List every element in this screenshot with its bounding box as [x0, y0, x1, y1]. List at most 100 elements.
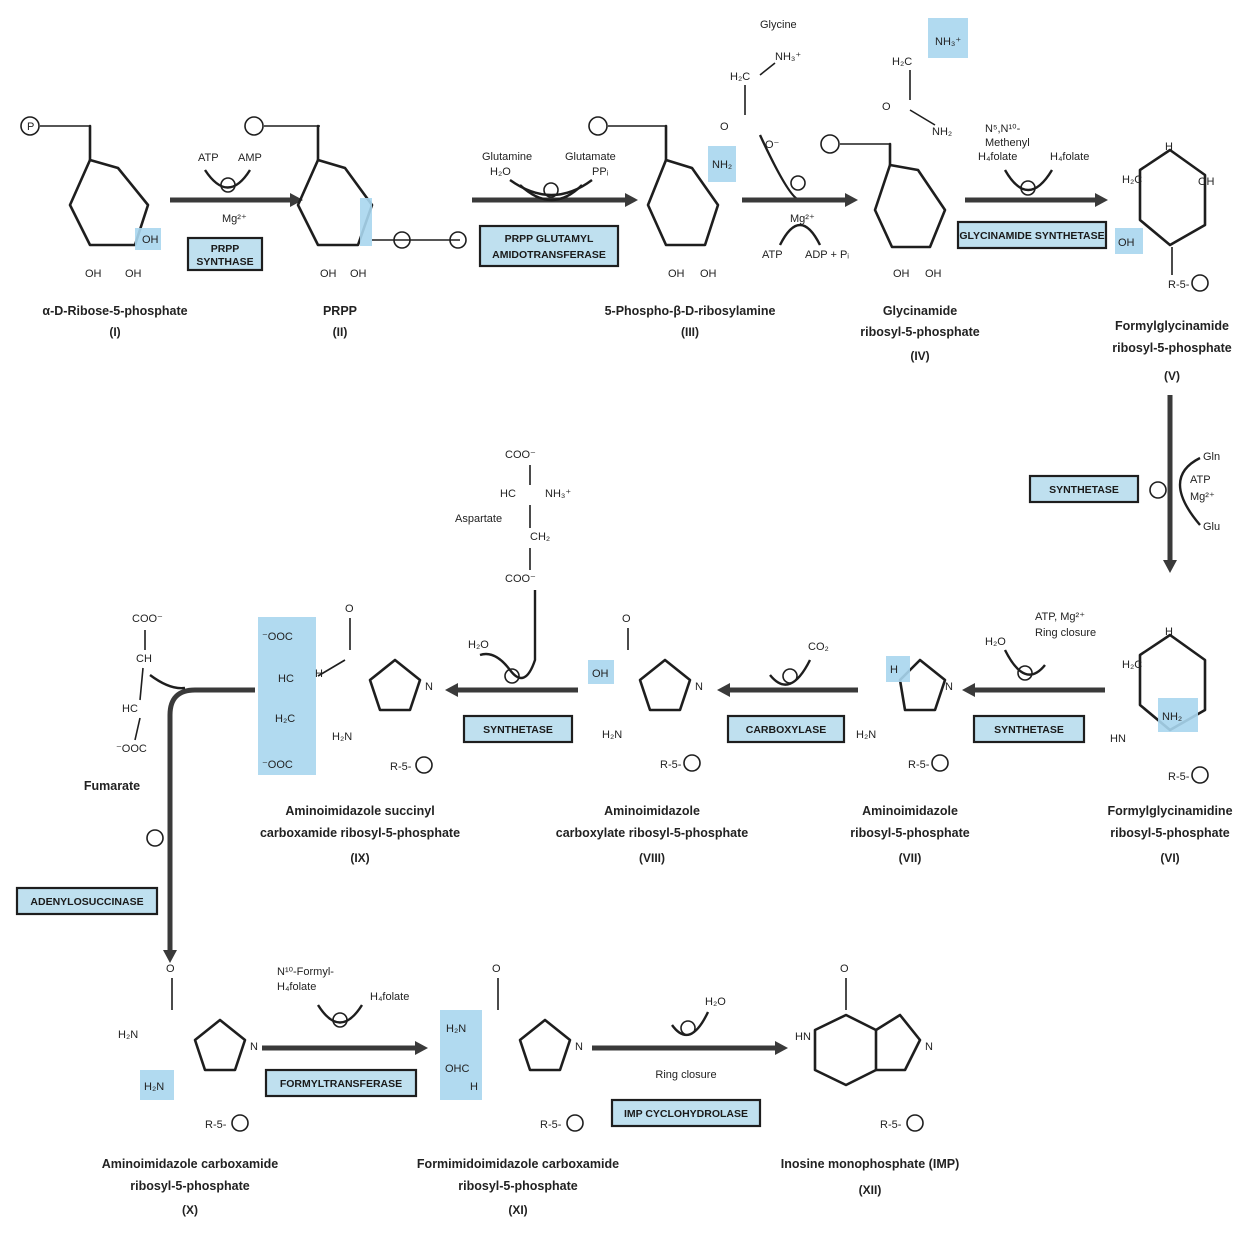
- chem-label: OHC: [445, 1063, 470, 1075]
- phosphate-icon: [20, 116, 40, 136]
- chem-label: ribosyl-5-phosphate: [1110, 826, 1230, 840]
- compound-glycinamide-ribosyl-5-phosphate: NH₃⁺ H₂C O NH₂ OH OH Glycinamide ribosyl…: [820, 18, 980, 363]
- chem-label: H₄folate: [1050, 151, 1089, 163]
- chem-label: N: [695, 681, 703, 693]
- chem-label: H₂N: [332, 731, 352, 743]
- highlight-succinyl: [258, 617, 316, 775]
- chem-label: (V): [1164, 369, 1180, 383]
- chem-label: H₂N: [446, 1023, 466, 1035]
- chem-label: N: [575, 1041, 583, 1053]
- chem-label: OH: [85, 268, 102, 280]
- compound-formylglycinamidine-ribosyl: H H₂C NH₂ HN R-5- Formylglycinamidine ri…: [1107, 626, 1232, 865]
- chem-label: OH: [125, 268, 142, 280]
- chem-label: H₂O: [468, 639, 489, 651]
- chem-label: Formimidoimidazole carboxamide: [417, 1157, 619, 1171]
- chem-label: H₂N: [144, 1081, 164, 1093]
- chem-label: OH: [1198, 176, 1215, 188]
- chem-label: AMP: [238, 152, 262, 164]
- chem-label: NH₂: [1162, 711, 1182, 723]
- chem-label: H₄folate: [277, 981, 316, 993]
- chem-label: Ring closure: [655, 1069, 716, 1081]
- chem-label: (III): [681, 325, 699, 339]
- chem-label: Formylglycinamide: [1115, 319, 1229, 333]
- chem-label: H₄folate: [978, 151, 1017, 163]
- chem-label: ⁻OOC: [262, 759, 293, 771]
- enzyme-box-imp-cyclohydrolase: [610, 1098, 762, 1128]
- reaction-step-9: COO⁻ CH HC ⁻OOC Fumarate ADENYLOSUCCINAS…: [15, 613, 255, 963]
- compound-name-3: 5-Phospho-β-D-ribosylamine: [605, 304, 776, 318]
- chem-label: Gln: [1203, 451, 1220, 463]
- enzyme-box-prpp-synthase: [186, 236, 264, 272]
- reaction-step-2: Glutamine Glutamate H₂O PPᵢ PRPP GLUTAMY…: [472, 151, 638, 268]
- chem-label: ATP, Mg²⁺: [1035, 611, 1085, 623]
- chem-label: Aminoimidazole: [862, 804, 958, 818]
- chem-label: H: [315, 668, 323, 680]
- chem-label: H₂O: [985, 636, 1006, 648]
- chem-label: AMIDOTRANSFERASE: [492, 249, 606, 261]
- chem-label: FORMYLTRANSFERASE: [280, 1078, 402, 1090]
- chem-label: N⁵,N¹⁰-: [985, 123, 1021, 135]
- chem-label: Glycinamide: [883, 304, 957, 318]
- reaction-step-11: H₂O Ring closure IMP CYCLOHYDROLASE: [592, 996, 788, 1128]
- reaction-step-1: ATP AMP Mg²⁺ PRPP SYNTHASE: [170, 152, 303, 272]
- compound-name-12: Inosine monophosphate (IMP): [781, 1157, 959, 1171]
- chem-label: ADENYLOSUCCINASE: [30, 896, 143, 908]
- chem-label: H₂N: [856, 729, 876, 741]
- compound-phosphoribosylamine: NH₂ OH OH 5-Phospho-β-D-ribosylamine (II…: [588, 116, 776, 339]
- chem-label: OH: [142, 234, 159, 246]
- chem-label: HC: [278, 673, 294, 685]
- chem-label: Glutamine: [482, 151, 532, 163]
- chem-label: Glutamate: [565, 151, 616, 163]
- chem-label: (XI): [508, 1203, 527, 1217]
- reaction-step-6: ATP, Mg²⁺ Ring closure H₂O SYNTHETASE: [962, 611, 1105, 744]
- reaction-step-4: N⁵,N¹⁰- Methenyl H₄folate H₄folate GLYCI…: [956, 123, 1108, 250]
- chem-label: Methenyl: [985, 137, 1030, 149]
- chem-label: PRPP GLUTAMYL: [505, 233, 594, 245]
- chem-label: (IX): [350, 851, 369, 865]
- chem-label: H: [470, 1081, 478, 1093]
- chem-label: Mg²⁺: [1190, 491, 1215, 503]
- chem-label: OH: [700, 268, 717, 280]
- chem-label: CH: [136, 653, 152, 665]
- chem-label: Glu: [1203, 521, 1220, 533]
- glycine-label: Glycine: [760, 19, 797, 31]
- chem-label: Mg²⁺: [790, 213, 815, 225]
- compound-name-2: PRPP: [323, 304, 357, 318]
- chem-label: COO⁻: [132, 613, 163, 625]
- chem-label: R-5-: [660, 759, 682, 771]
- chem-label: NH₃⁺: [775, 51, 801, 63]
- chem-label: (VIII): [639, 851, 665, 865]
- chem-label: HN: [1110, 733, 1126, 745]
- enzyme-box-adenylosuccinase: [15, 886, 159, 916]
- chem-label: ATP: [762, 249, 783, 261]
- chem-label: HC: [122, 703, 138, 715]
- compound-name-1: α-D-Ribose-5-phosphate: [42, 304, 187, 318]
- chem-label: R-5-: [205, 1119, 227, 1131]
- fumarate-label: Fumarate: [84, 779, 140, 793]
- chem-label: ribosyl-5-phosphate: [1112, 341, 1232, 355]
- chem-label: H₂C: [1122, 174, 1142, 186]
- compound-prpp: OH OH PRPP (II): [244, 116, 467, 339]
- chem-label: CO₂: [808, 641, 829, 653]
- reaction-step-7: CO₂ CARBOXYLASE: [717, 641, 858, 744]
- phosphate-label: P: [27, 121, 34, 133]
- chem-label: ribosyl-5-phosphate: [458, 1179, 578, 1193]
- chem-label: H: [890, 664, 898, 676]
- chem-label: SYNTHASE: [196, 256, 253, 268]
- compound-aminoimidazole-carboxylate: O OH N H₂N R-5- Aminoimidazole carboxyla…: [556, 613, 748, 865]
- chem-label: H₂C: [892, 56, 912, 68]
- chem-label: ⁻OOC: [116, 743, 147, 755]
- chem-label: SYNTHETASE: [1049, 484, 1119, 496]
- chem-label: carboxylate ribosyl-5-phosphate: [556, 826, 748, 840]
- chem-label: O: [622, 613, 631, 625]
- chem-label: O: [720, 121, 729, 133]
- chem-label: ADP + Pᵢ: [805, 249, 849, 261]
- enzyme-box-formyltransferase-1: [956, 220, 1108, 250]
- chem-label: Aminoimidazole succinyl: [285, 804, 434, 818]
- compound-formimidoimidazole-carboxamide: O H₂N OHC H N R-5- Formimidoimidazole ca…: [417, 963, 619, 1217]
- chem-label: O: [166, 963, 175, 975]
- chem-label: H₄folate: [370, 991, 409, 1003]
- highlight-oh: [135, 228, 161, 250]
